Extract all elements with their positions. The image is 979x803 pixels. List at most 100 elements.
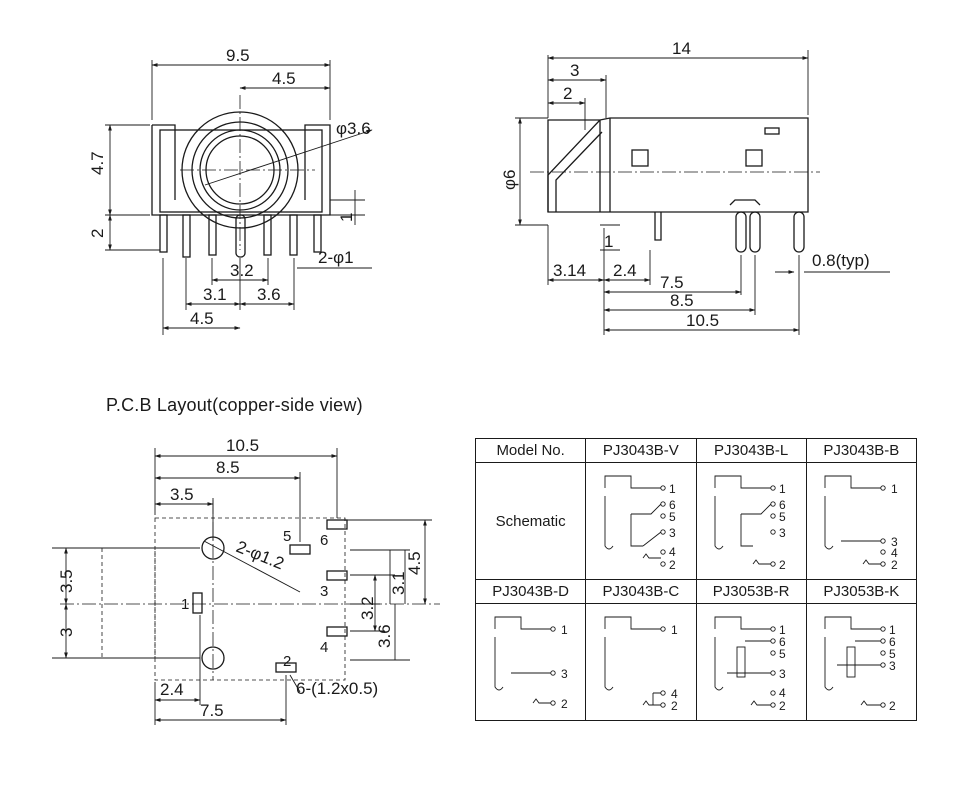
svg-text:2: 2 — [891, 558, 898, 572]
schematic-label: Schematic — [474, 462, 587, 580]
dim-side-pin-a: 7.5 — [660, 273, 684, 292]
model-table: Model No. PJ3043B-V PJ3043B-L PJ3043B-B … — [474, 437, 918, 721]
dim-side-pin-width: 0.8(typ) — [812, 251, 870, 270]
dim-pcb-lower: 3 — [57, 628, 76, 637]
dim-pcb-gap-c: 3.6 — [375, 624, 394, 648]
dim-pcb-right-height: 4.5 — [405, 551, 424, 575]
front-view: 9.5 4.5 φ3.6 4.7 2 1 2-φ1 3.2 3.1 3.6 4. — [88, 46, 373, 335]
svg-text:6: 6 — [669, 498, 676, 512]
schematic-r-drawing: 1 6 5 3 4 2 — [714, 616, 786, 713]
table-header-model: Model No. — [474, 437, 587, 464]
schematic-b: 1 3 4 2 — [805, 462, 918, 580]
dim-pcb-gap-a: 3.1 — [389, 571, 408, 595]
pin-label-2: 2 — [283, 653, 291, 670]
svg-text:3: 3 — [779, 667, 786, 681]
pin-label-3: 3 — [320, 583, 328, 600]
svg-text:3: 3 — [669, 526, 676, 540]
svg-text:5: 5 — [669, 510, 676, 524]
svg-text:1: 1 — [779, 482, 786, 496]
dim-pcb-hole-x: 3.5 — [170, 485, 194, 504]
dim-pcb-upper: 3.5 — [57, 569, 76, 593]
table-header-k: PJ3053B-K — [805, 578, 918, 605]
side-view: 14 3 2 φ6 1 3.14 2.4 7.5 8.5 10.5 0 — [500, 39, 890, 335]
schematic-v: 1 6 5 3 4 2 — [585, 462, 697, 580]
schematic-c-drawing: 1 4 2 — [604, 616, 678, 713]
dim-pcb-left-gap: 2.4 — [160, 680, 184, 699]
dim-side-pin-c: 10.5 — [686, 311, 719, 330]
dim-side-pin-b: 8.5 — [670, 291, 694, 310]
svg-text:5: 5 — [889, 647, 896, 661]
svg-text:1: 1 — [669, 482, 676, 496]
dim-pcb-width: 10.5 — [226, 436, 259, 455]
dim-side-standoff: 1 — [604, 232, 613, 251]
dim-front-h2: 2 — [88, 229, 107, 238]
dim-front-half: 4.5 — [272, 69, 296, 88]
schematic-c: 1 4 2 — [585, 603, 697, 721]
dim-side-nose: 3 — [570, 61, 579, 80]
dim-front-hole: φ3.6 — [336, 119, 371, 138]
schematic-l-drawing: 1 6 5 3 2 — [714, 475, 786, 572]
table-header-v: PJ3043B-V — [585, 437, 697, 464]
svg-text:4: 4 — [671, 687, 678, 701]
table-header-l: PJ3043B-L — [695, 437, 807, 464]
dim-side-offset-a: 3.14 — [553, 261, 586, 280]
svg-text:5: 5 — [779, 510, 786, 524]
dim-front-h1: 4.7 — [88, 151, 107, 175]
table-header-c: PJ3043B-C — [585, 578, 697, 605]
schematic-k-drawing: 1 6 5 3 2 — [824, 616, 896, 713]
pin-label-1: 1 — [181, 596, 189, 613]
svg-text:2: 2 — [779, 699, 786, 713]
dim-pcb-bottom-width: 7.5 — [200, 701, 224, 720]
svg-text:2: 2 — [669, 558, 676, 572]
dim-side-nose-inner: 2 — [563, 84, 572, 103]
svg-text:2: 2 — [561, 697, 568, 711]
schematic-r: 1 6 5 3 4 2 — [695, 603, 807, 721]
dim-side-dia: φ6 — [500, 170, 519, 190]
schematic-k: 1 6 5 3 2 — [805, 603, 918, 721]
svg-text:6: 6 — [779, 498, 786, 512]
dim-pcb-gap-b: 3.2 — [358, 596, 377, 620]
svg-text:1: 1 — [891, 482, 898, 496]
dim-front-right: 3.6 — [257, 285, 281, 304]
svg-text:1: 1 — [889, 623, 896, 637]
dim-side-length: 14 — [672, 39, 691, 58]
svg-text:6: 6 — [889, 635, 896, 649]
svg-text:2: 2 — [889, 699, 896, 713]
dim-front-pinhole: 2-φ1 — [318, 248, 354, 267]
pcb-layout-title: P.C.B Layout(copper-side view) — [106, 395, 363, 415]
svg-text:3: 3 — [561, 667, 568, 681]
svg-text:6: 6 — [779, 635, 786, 649]
schematic-d: 1 3 2 — [474, 603, 587, 721]
svg-text:1: 1 — [671, 623, 678, 637]
table-header-d: PJ3043B-D — [474, 578, 587, 605]
svg-text:5: 5 — [779, 647, 786, 661]
svg-text:2: 2 — [779, 558, 786, 572]
schematic-v-drawing: 1 6 5 3 4 2 — [604, 475, 676, 572]
svg-text:1: 1 — [561, 623, 568, 637]
svg-text:2: 2 — [671, 699, 678, 713]
pcb-layout-view: 1 2 3 4 5 6 10.5 8.5 3.5 2-φ1.2 3.5 3 — [52, 436, 440, 725]
dim-side-offset-b: 2.4 — [613, 261, 637, 280]
svg-text:1: 1 — [779, 623, 786, 637]
schematic-b-drawing: 1 3 4 2 — [824, 475, 898, 572]
pin-label-6: 6 — [320, 532, 328, 549]
svg-text:3: 3 — [779, 526, 786, 540]
dim-pcb-pin-x: 8.5 — [216, 458, 240, 477]
dim-front-step: 1 — [337, 213, 356, 222]
svg-text:4: 4 — [669, 545, 676, 559]
pin-label-5: 5 — [283, 528, 291, 545]
schematic-l: 1 6 5 3 2 — [695, 462, 807, 580]
dim-front-width: 9.5 — [226, 46, 250, 65]
svg-text:4: 4 — [779, 686, 786, 700]
schematic-d-drawing: 1 3 2 — [494, 616, 568, 711]
svg-text:3: 3 — [889, 659, 896, 673]
pin-label-4: 4 — [320, 639, 328, 656]
dim-front-pitch: 3.2 — [230, 261, 254, 280]
table-header-r: PJ3053B-R — [695, 578, 807, 605]
dim-front-left: 3.1 — [203, 285, 227, 304]
dim-pcb-pad-size: 6-(1.2x0.5) — [296, 679, 378, 698]
svg-text:3: 3 — [891, 535, 898, 549]
dim-front-offset: 4.5 — [190, 309, 214, 328]
svg-text:4: 4 — [891, 546, 898, 560]
